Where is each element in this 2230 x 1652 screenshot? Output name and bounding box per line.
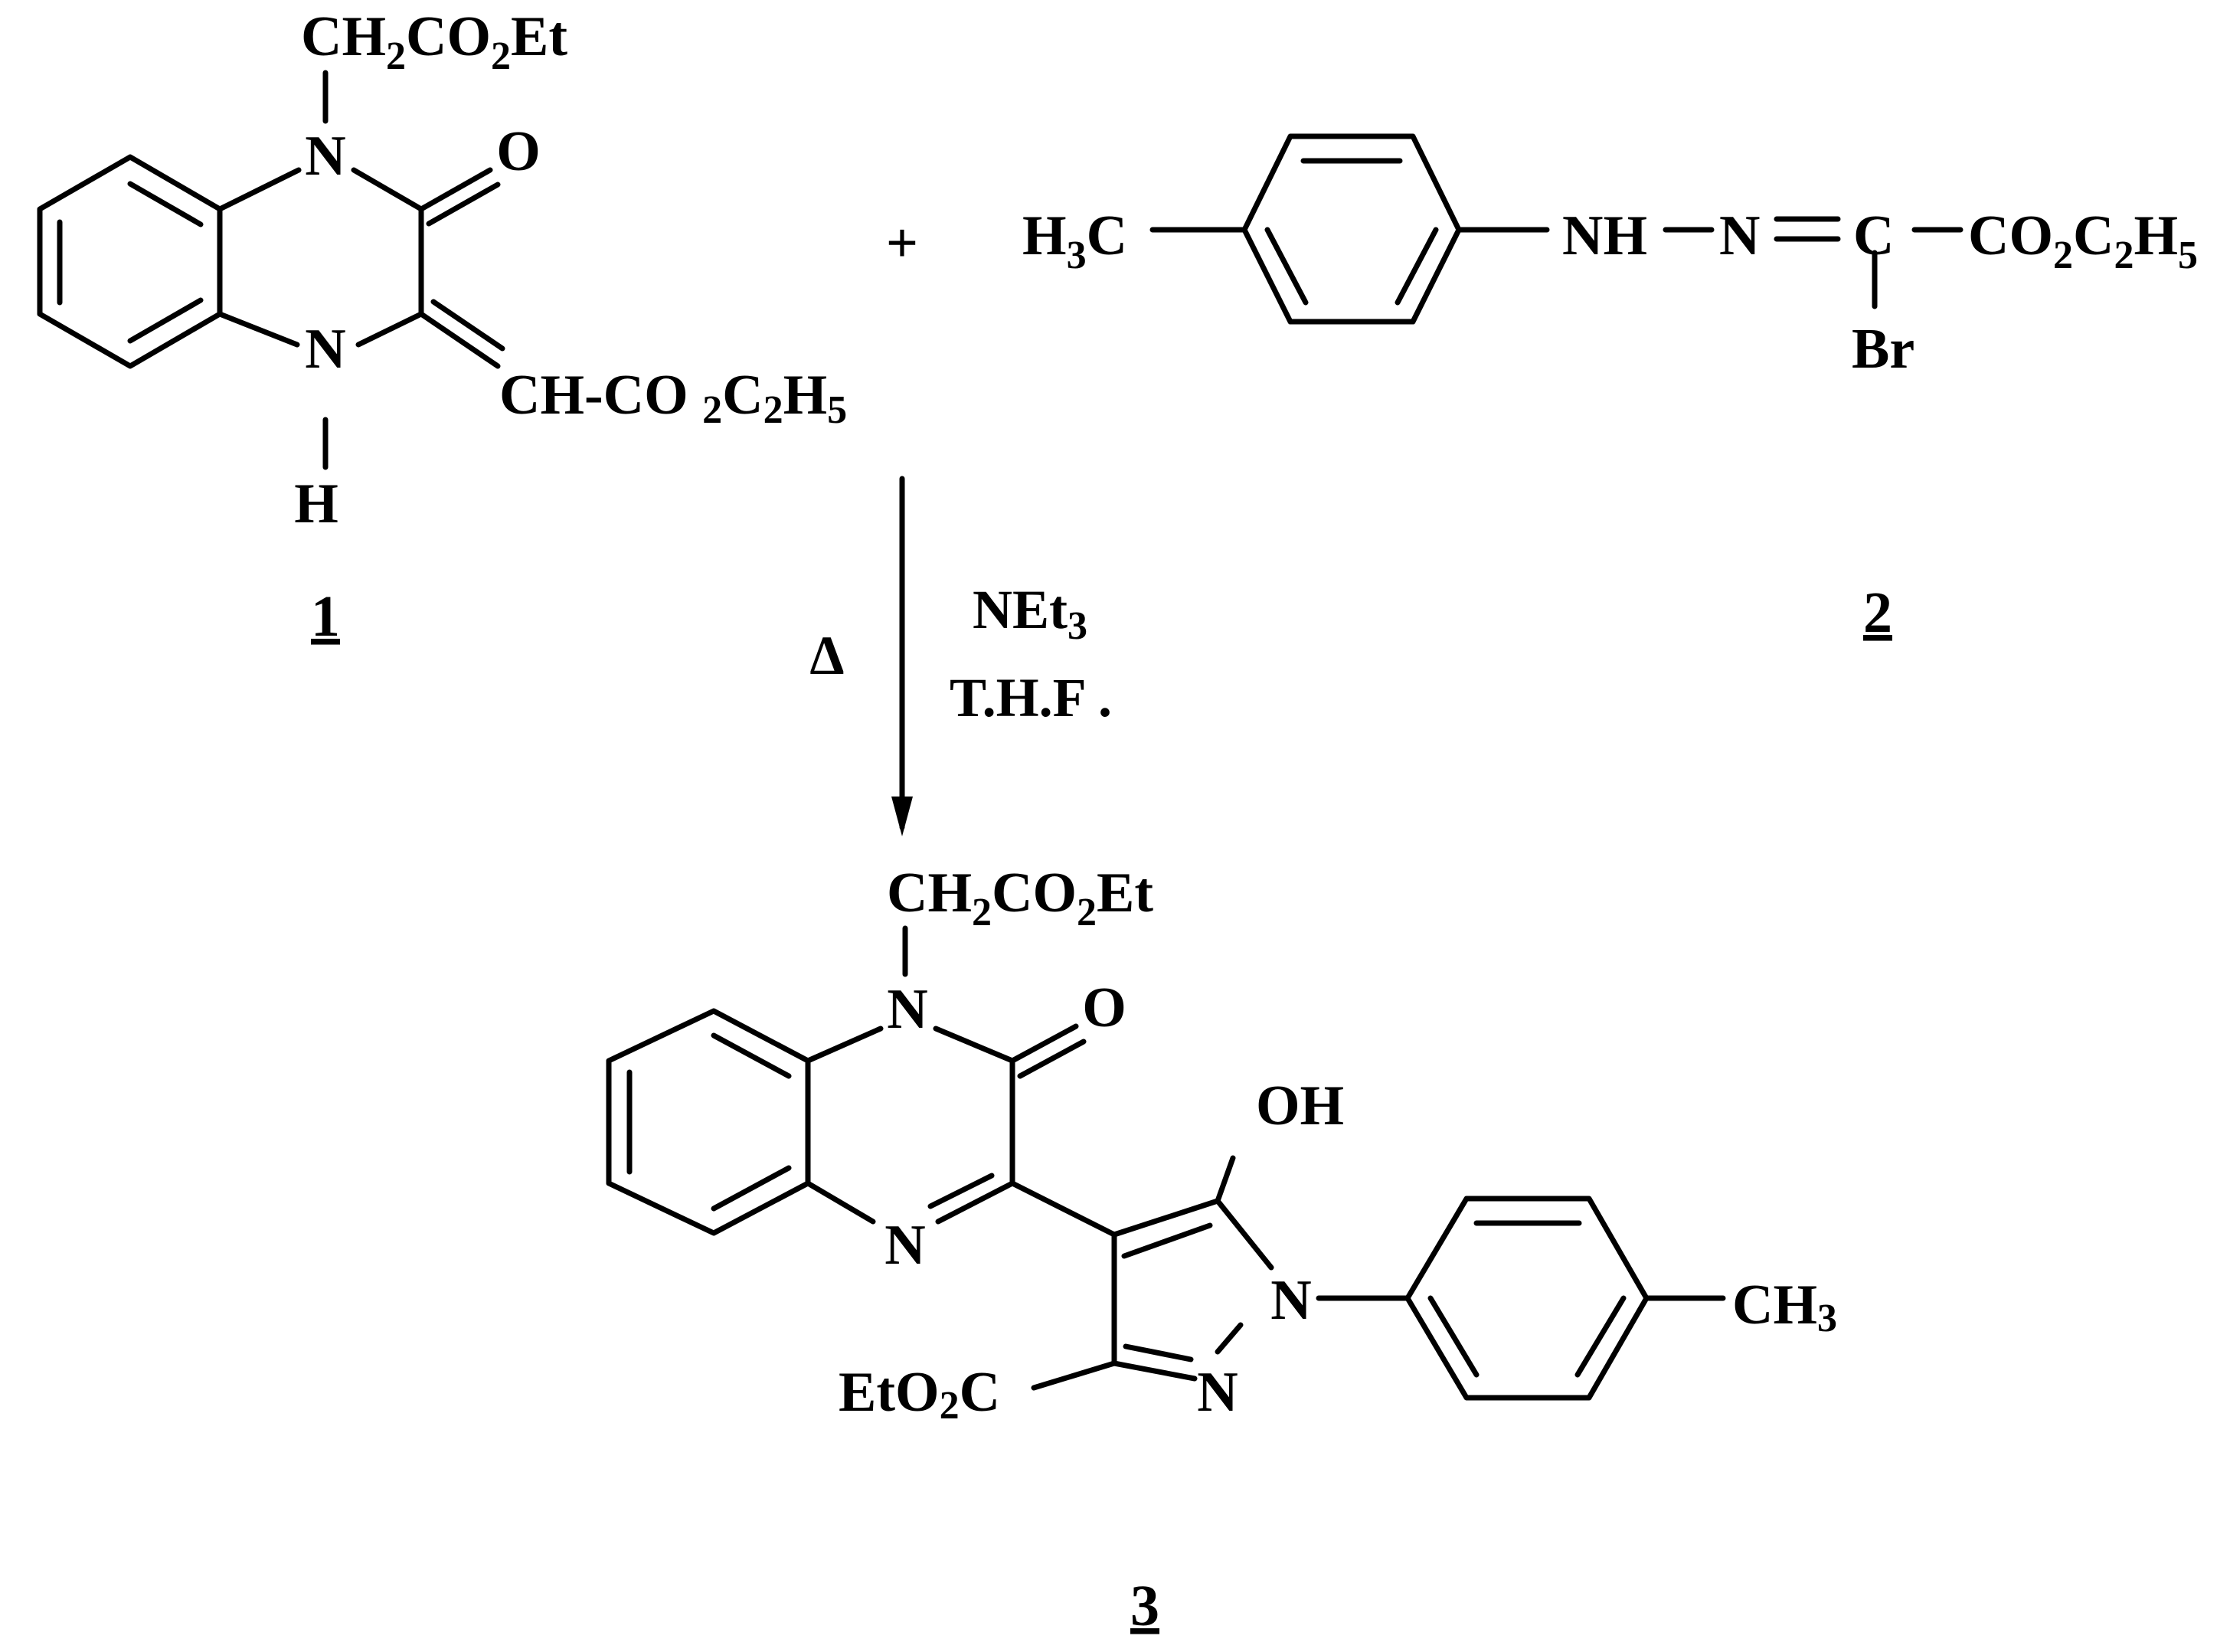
compound-3-n-pyrazole-1: N bbox=[1270, 1269, 1311, 1332]
compound-2-label: 2 bbox=[1863, 581, 1892, 645]
compound-1-n-bottom: N bbox=[305, 318, 345, 381]
compound-3-bonds bbox=[606, 925, 1726, 1401]
compound-3-structure: CH2CO2Et N O N OH N N EtO2C CH3 3 bbox=[606, 862, 1837, 1638]
heat-symbol: Δ bbox=[809, 625, 844, 686]
compound-2-n-imine: N bbox=[1719, 204, 1760, 267]
compound-1-carbonyl-o: O bbox=[496, 120, 541, 183]
compound-2-ester: CO2C2H5 bbox=[1968, 204, 2198, 277]
compound-1-bonds bbox=[37, 70, 505, 470]
compound-3-n-bottom: N bbox=[884, 1214, 925, 1277]
compound-1-nh-h: H bbox=[294, 473, 338, 535]
compound-1-top-substituent: CH2CO2Et bbox=[301, 5, 567, 78]
compound-2-nh: NH bbox=[1562, 204, 1647, 267]
reaction-arrow-head bbox=[891, 797, 913, 836]
compound-3-carbonyl-o: O bbox=[1082, 976, 1126, 1039]
compound-1-n-top: N bbox=[305, 125, 345, 188]
compound-3-oh: OH bbox=[1256, 1075, 1344, 1137]
solvent-condition: T.H.F . bbox=[950, 667, 1112, 728]
compound-2-br: Br bbox=[1852, 318, 1914, 381]
compound-2-methyl: H3C bbox=[1022, 204, 1127, 277]
compound-3-n-pyrazole-2: N bbox=[1197, 1361, 1238, 1424]
compound-3-methyl: CH3 bbox=[1732, 1274, 1837, 1340]
base-condition: NEt3 bbox=[973, 579, 1087, 648]
compound-1-side-chain: CH-CO 2C2H5 bbox=[499, 364, 847, 432]
compound-1-label: 1 bbox=[311, 584, 340, 649]
compound-2-structure: H3C NH N C CO2C2H5 Br 2 bbox=[1022, 133, 2198, 645]
compound-3-n-top: N bbox=[887, 978, 927, 1041]
compound-2-c-atom: C bbox=[1853, 204, 1894, 267]
plus-sign: + bbox=[886, 212, 918, 275]
reaction-arrow bbox=[891, 476, 913, 836]
compound-3-label: 3 bbox=[1130, 1574, 1159, 1638]
compound-2-bonds bbox=[1149, 133, 1964, 325]
compound-1-structure: CH2CO2Et N O N H CH-CO 2C2H5 1 bbox=[37, 5, 847, 649]
compound-3-top-substituent: CH2CO2Et bbox=[887, 862, 1153, 934]
compound-3-ester: EtO2C bbox=[839, 1361, 1000, 1428]
